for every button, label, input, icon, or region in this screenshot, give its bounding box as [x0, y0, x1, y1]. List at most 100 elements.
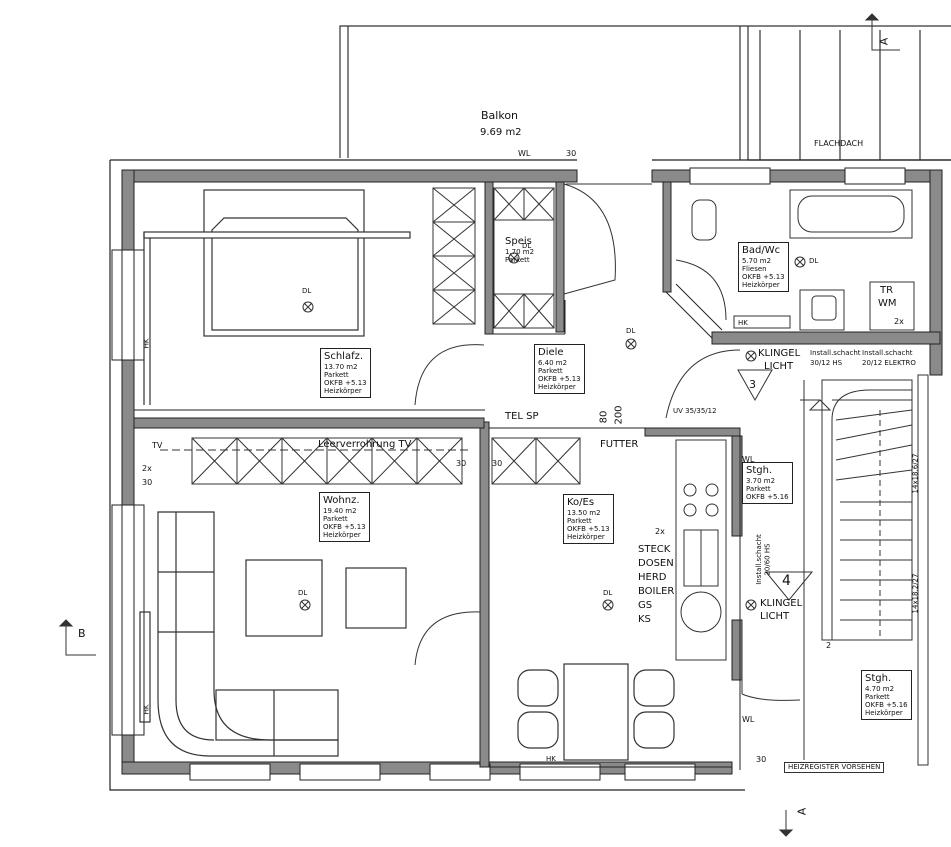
section-marker-a-top	[864, 13, 900, 51]
flat-roof-label: FLACHDACH	[814, 139, 864, 148]
hk-label-bedroom: HK	[142, 338, 151, 349]
room-level: OKFB +5.13	[742, 272, 785, 281]
room-bad: Bad/Wc 5.70 m2 Fliesen OKFB +5.13 Heizkö…	[738, 242, 789, 292]
room-level: OKFB +5.13	[538, 374, 581, 383]
room-name: Ko/Es	[567, 497, 595, 508]
entrance-30-label: 30	[756, 755, 767, 764]
room-name: Diele	[538, 347, 564, 358]
room-level: OKFB +5.13	[324, 378, 367, 387]
kitchen-30-label: 30	[492, 459, 503, 468]
dl-label: DL	[809, 257, 819, 265]
dl-label: DL	[626, 327, 636, 335]
room-floor: Parkett	[323, 514, 348, 523]
bath-2x-label: 2x	[894, 317, 904, 326]
interior-wall-outline	[134, 283, 741, 770]
hk-label-kitchen: HK	[546, 755, 556, 763]
install-shaft-2-size: 20/12 ELEKTRO	[862, 359, 916, 367]
interior-walls	[133, 181, 941, 768]
dining-table	[517, 663, 675, 761]
stair-dimension-1: 14x18.6/27	[911, 453, 920, 494]
door-swings	[414, 183, 801, 701]
dl-label: DL	[603, 589, 613, 597]
klingel-label-2: KLINGEL	[760, 598, 803, 609]
conduit-label: Leerverrohrung TV	[318, 439, 412, 450]
room-heating: Heizkörper	[324, 386, 362, 395]
sofa	[139, 511, 407, 757]
room-heating: Heizkörper	[865, 708, 903, 717]
futter-label: FUTTER	[600, 439, 639, 450]
kitchen-upper-cabinets	[491, 437, 581, 485]
pantry-shelves	[493, 187, 555, 329]
licht-label-1: LICHT	[764, 361, 794, 372]
dl-label: DL	[298, 589, 308, 597]
balcony-area: 9.69 m2	[480, 127, 522, 138]
room-area: 1.70 m2	[505, 247, 535, 256]
wm-label: WM	[878, 298, 897, 309]
section-a-bottom-label: A	[795, 807, 809, 816]
room-schlafzimmer: Schlafz. 13.70 m2 Parkett OKFB +5.13 Hei…	[320, 348, 371, 398]
kitchen-socket-1: STECK	[638, 544, 671, 555]
room-heating: Heizkörper	[567, 532, 605, 541]
room-floor: Parkett	[505, 255, 530, 264]
room-area: 3.70 m2	[746, 476, 776, 485]
dl-label: DL	[302, 287, 312, 295]
staircase	[800, 374, 929, 766]
tv-30-label: 30	[142, 478, 153, 487]
section-marker-b	[58, 619, 96, 656]
tv-label: TV	[152, 441, 163, 450]
section-b-label: B	[78, 627, 86, 640]
hk-label-bath: HK	[738, 319, 748, 327]
room-name: Stgh.	[865, 673, 892, 684]
room-speis: Speis 1.70 m2 Parkett	[502, 234, 537, 266]
windows	[111, 167, 906, 781]
tel-sp-label: TEL SP	[505, 411, 539, 422]
kitchen-socket-5: GS	[638, 600, 653, 611]
wl-label-stair: WL	[742, 455, 755, 464]
dim-200: 200	[613, 405, 625, 425]
klingel-label-1: KLINGEL	[758, 348, 801, 359]
balcony-wl-label: WL	[518, 149, 531, 158]
wl-label-entrance: WL	[742, 715, 755, 724]
kitchen-2x-label: 2x	[655, 527, 665, 536]
stair-number: 2	[826, 641, 832, 650]
room-name: Speis	[505, 236, 532, 247]
room-heating: Heizkörper	[323, 530, 361, 539]
bathroom-fixtures	[691, 189, 915, 331]
room-floor: Parkett	[746, 484, 771, 493]
tr-label: TR	[880, 285, 894, 296]
room-stiege-1: Stgh. 3.70 m2 Parkett OKFB +5.16	[742, 462, 793, 504]
dim-80: 80	[598, 410, 610, 424]
kitchen-socket-4: BOILER	[638, 586, 675, 597]
wardrobe-bedroom	[432, 187, 476, 325]
level-triangles	[737, 369, 814, 601]
install-shaft-1-title: Install.schacht	[810, 349, 861, 357]
ceiling-lights	[299, 252, 806, 611]
section-marker-a-bottom	[778, 810, 794, 837]
level-number-4: 4	[782, 573, 791, 589]
room-name: Stgh.	[746, 465, 773, 476]
kitchen-socket-2: DOSEN	[638, 558, 674, 569]
room-level: OKFB +5.16	[746, 492, 789, 501]
install-shaft-3-title: Install.schacht	[754, 534, 763, 585]
outer-wall-line	[109, 159, 951, 791]
stair-dimension-2: 14x18.2/27	[911, 573, 920, 614]
room-area: 4.70 m2	[865, 684, 895, 693]
room-name: Schlafz.	[324, 351, 364, 362]
room-level: OKFB +5.13	[323, 522, 366, 531]
conduit-30-label: 30	[456, 459, 467, 468]
dl-label: DL	[522, 242, 532, 250]
level-number-3: 3	[749, 378, 756, 391]
tv-cabinet	[191, 437, 463, 485]
uv-label: UV 35/35/12	[673, 407, 717, 415]
heating-register-note: HEIZREGISTER VORSEHEN	[784, 762, 885, 773]
room-wohnzimmer: Wohnz. 19.40 m2 Parkett OKFB +5.13 Heizk…	[319, 492, 370, 542]
room-heating: Heizkörper	[742, 280, 780, 289]
room-floor: Parkett	[865, 692, 890, 701]
room-area: 5.70 m2	[742, 256, 772, 265]
room-area: 19.40 m2	[323, 506, 357, 515]
install-shaft-1-size: 30/12 HS	[810, 359, 843, 367]
kitchen-socket-6: KS	[638, 614, 651, 625]
kitchen-socket-3: HERD	[638, 572, 667, 583]
bed	[143, 189, 411, 405]
